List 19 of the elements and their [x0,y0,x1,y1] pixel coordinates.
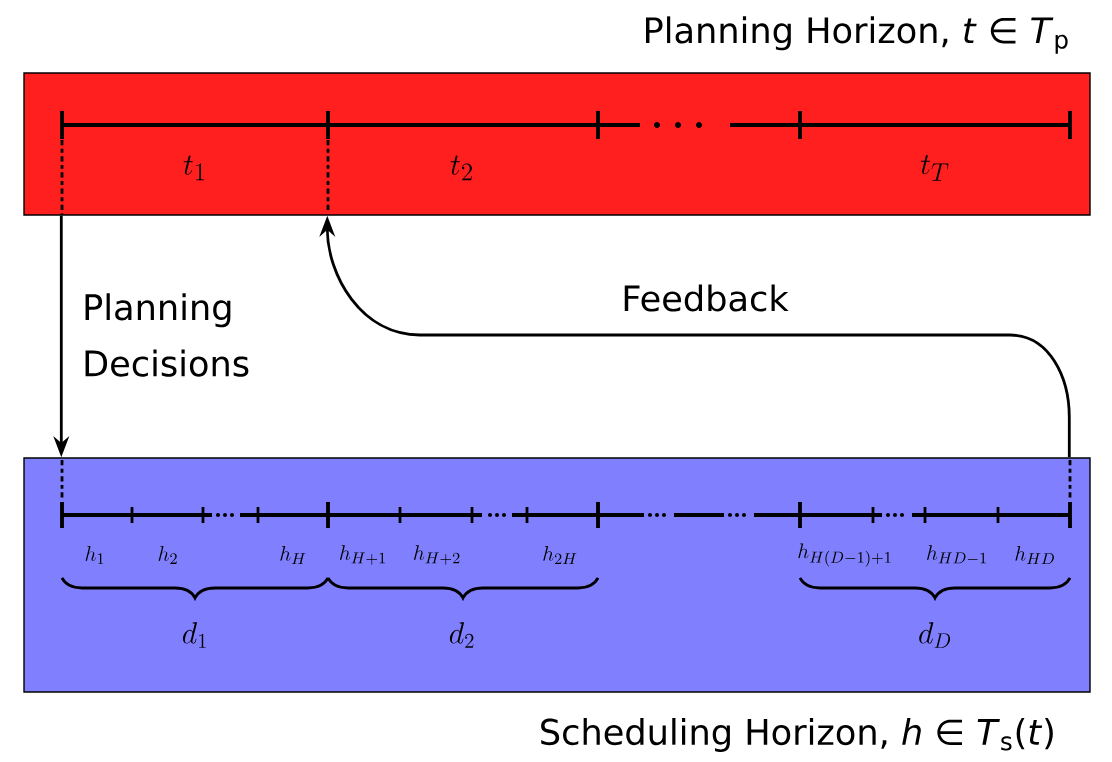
tick-label: $h_1$ [85,546,104,564]
tick-label: $t_T$ [920,154,949,181]
edge-label: Feedback [624,284,789,312]
tick-label: $h_{H+1}$ [340,545,385,565]
tick-label: $h_{2H}$ [543,545,577,565]
tick-label: $d_2$ [449,622,474,648]
tick-label: $t_1$ [183,155,205,181]
tick-label: $h_H$ [280,545,306,565]
tick-label: $h_{HD}$ [1015,545,1054,565]
tick-label: $d_D$ [919,622,951,648]
tick-label: $h_{H(D-1)+1}$ [798,543,891,567]
edge-label: Planning Decisions [85,293,249,377]
tick-label: $h_{H+2}$ [414,545,460,565]
tick-label: $h_2$ [158,546,177,564]
tick-label: $d_1$ [182,622,206,648]
tick-label: $h_{HD-1}$ [927,545,986,564]
heading: Scheduling Horizon, h ∈ T$_{s}$(t) [541,718,1053,752]
heading: Planning Horizon, t ∈ T$_{p}$ [646,16,1068,54]
tick-label: $t_2$ [450,155,472,181]
